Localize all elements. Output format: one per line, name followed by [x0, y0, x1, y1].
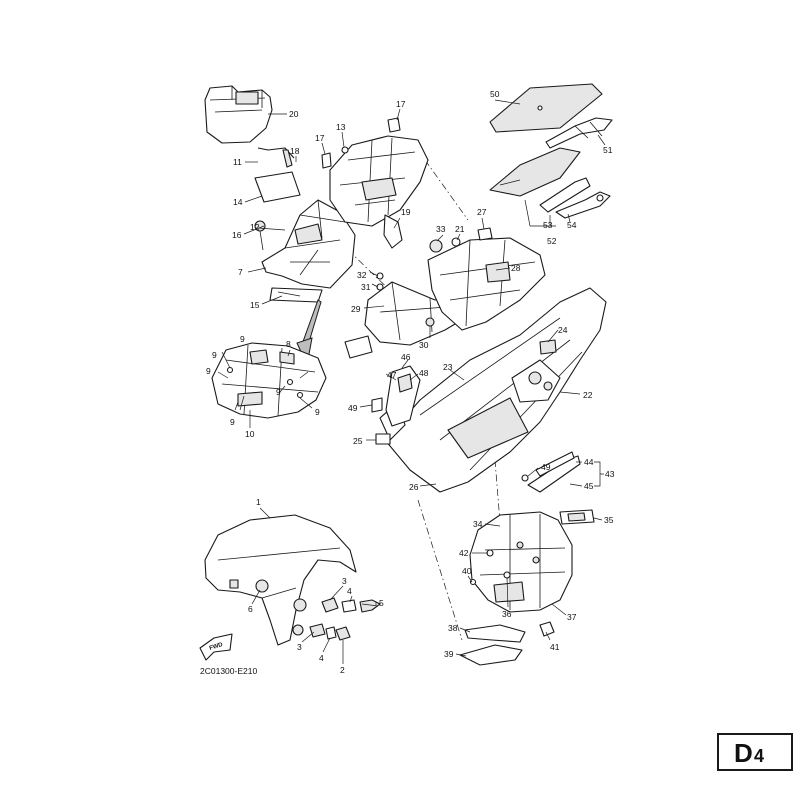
- callout-14: 14: [233, 197, 243, 207]
- callout-36: 36: [502, 609, 512, 619]
- battery-box-part: [204, 85, 273, 144]
- callout-23: 23: [443, 362, 453, 372]
- callout-20: 20: [289, 109, 299, 119]
- callout-51: 51: [603, 145, 613, 155]
- callout-25: 25: [353, 436, 363, 446]
- callout-13: 13: [336, 122, 346, 132]
- callout-17-left: 17: [315, 133, 325, 143]
- callout-45: 45: [584, 481, 594, 491]
- callout-27: 27: [477, 207, 487, 217]
- callout-17-top: 17: [396, 99, 406, 109]
- page-code-number: 4: [754, 746, 764, 766]
- fwd-direction-arrow: FWD: [199, 633, 233, 661]
- callout-18: 18: [290, 146, 300, 156]
- callout-1: 1: [256, 497, 261, 507]
- callout-26: 26: [409, 482, 419, 492]
- license-bracket-part: [469, 509, 595, 613]
- callout-39: 39: [444, 649, 454, 659]
- callout-9-a: 9: [240, 334, 245, 344]
- callout-49-left: 49: [348, 403, 358, 413]
- callout-37: 37: [567, 612, 577, 622]
- callout-21: 21: [455, 224, 465, 234]
- callout-11: 11: [233, 157, 242, 167]
- battery-tray-part: [254, 147, 356, 289]
- bracket-48-part: [371, 365, 421, 445]
- svg-text:FWD: FWD: [209, 642, 224, 652]
- page-code-letter: D: [734, 738, 753, 768]
- callout-46: 46: [401, 352, 411, 362]
- callout-16: 16: [232, 230, 242, 240]
- callout-12: 12: [250, 222, 260, 232]
- callout-41: 41: [550, 642, 560, 652]
- callout-22: 22: [583, 390, 593, 400]
- tool-kit-parts: [489, 83, 613, 219]
- panel-14: [254, 171, 301, 203]
- callout-4-upper: 4: [347, 586, 352, 596]
- callout-43: 43: [605, 469, 615, 479]
- lower-tray-part: [211, 342, 327, 419]
- callout-9-c: 9: [206, 366, 211, 376]
- page-code-box: D 4: [717, 733, 793, 771]
- rear-frame-part: [321, 117, 429, 249]
- drawing-code: 2C01300-E210: [200, 666, 257, 676]
- front-fender-part: [204, 514, 357, 646]
- callout-3-upper: 3: [342, 576, 347, 586]
- callout-32: 32: [357, 270, 367, 280]
- seat-frame-part: [427, 227, 546, 331]
- callout-53: 53: [543, 220, 553, 230]
- callout-50: 50: [490, 89, 500, 99]
- callout-10: 10: [245, 429, 255, 439]
- callout-47: 47: [387, 370, 397, 380]
- callout-9-b: 9: [212, 350, 217, 360]
- callout-42: 42: [459, 548, 469, 558]
- callout-30: 30: [419, 340, 429, 350]
- callout-9-e: 9: [315, 407, 320, 417]
- callout-52: 52: [547, 236, 557, 246]
- callout-numbers: 20 17 13 17 18 11 14 16 12 7 15 19 50 51…: [206, 89, 615, 675]
- callout-4-lower: 4: [319, 653, 324, 663]
- callout-38: 38: [448, 623, 458, 633]
- callout-7: 7: [238, 267, 243, 277]
- callout-44: 44: [584, 457, 594, 467]
- callout-9-f: 9: [276, 387, 281, 397]
- reflector-parts: [459, 621, 555, 666]
- leader-lines: [217, 99, 606, 664]
- callout-2: 2: [340, 665, 345, 675]
- callout-5: 5: [379, 598, 384, 608]
- callout-29: 29: [351, 304, 361, 314]
- callout-48: 48: [419, 368, 429, 378]
- callout-15: 15: [250, 300, 260, 310]
- fender-fasteners: [309, 597, 381, 641]
- callout-49-right: 49: [541, 462, 551, 472]
- callout-8: 8: [286, 339, 291, 349]
- callout-31: 31: [361, 282, 371, 292]
- callout-6: 6: [248, 604, 253, 614]
- callout-9-d: 9: [230, 417, 235, 427]
- callout-19: 19: [401, 207, 411, 217]
- callout-35: 35: [604, 515, 614, 525]
- callout-54: 54: [567, 220, 577, 230]
- bracket-43-part: [521, 451, 581, 493]
- callout-40: 40: [462, 566, 472, 576]
- callout-28: 28: [511, 263, 521, 273]
- callout-24: 24: [558, 325, 568, 335]
- callout-3-lower: 3: [297, 642, 302, 652]
- callout-34: 34: [473, 519, 483, 529]
- callout-33: 33: [436, 224, 446, 234]
